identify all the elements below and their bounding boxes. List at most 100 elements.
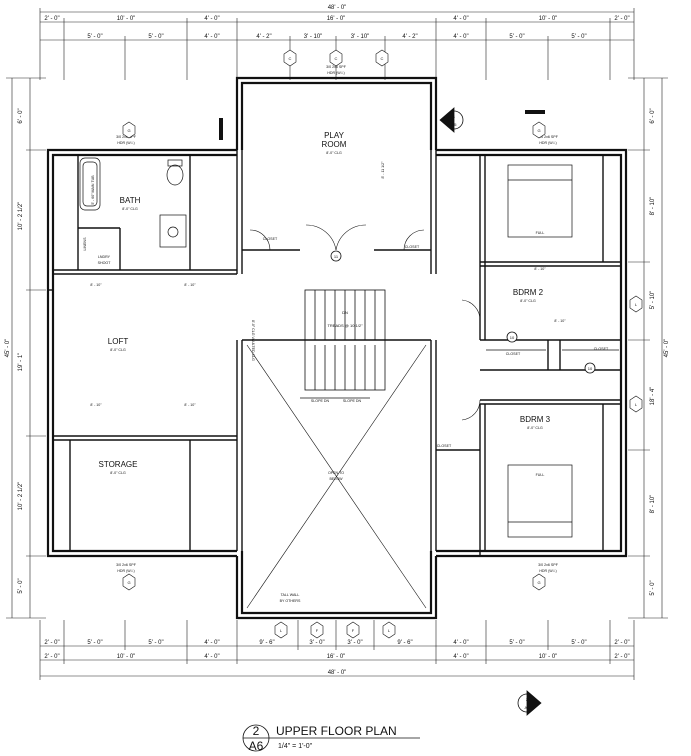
window-note-1: 3/0 2x6 SPF [116,135,137,139]
tag-g-4: G [537,580,540,585]
dim-top-8: 5' - 0" [87,34,102,40]
room-play-line2: ROOM [322,140,347,149]
tag-f-1: F [316,628,319,633]
other-labels: CLOSET CLOSET CLOSET CLOSET CLOSET DN TR… [83,65,609,603]
tall-wall-2: BY OTHERS [280,599,301,603]
dim-bottom-5: 9' - 6" [259,640,274,646]
room-loft-ceiling: 8'-0" CLG [110,348,126,352]
room-bdrm3: BDRM 3 [520,415,551,424]
dim-right-1: 6' - 0" [650,108,656,123]
dim-right-3: 5' - 10" [650,291,656,310]
dim-bottom-4: 4' - 0" [204,640,219,646]
open-to-below [246,344,427,609]
hdr-note-5: HDR (W.I.) [539,569,556,573]
hdr-note-4: HDR (W.I.) [117,569,134,573]
door-tag-10a: 10 [510,335,515,340]
dim-bottom-19: 2' - 0" [614,654,629,660]
dim-bottom-15: 4' - 0" [204,654,219,660]
tag-c-1: C [289,56,292,61]
room-bdrm3-ceiling: 8'-0" CLG [527,426,543,430]
slope-down-left: SLOPE DN [311,399,330,403]
dim-bottom-12: 2' - 0" [614,640,629,646]
tag-g-1: G [127,128,130,133]
dim-top-13: 3' - 10" [351,34,370,40]
dim-top-12: 3' - 10" [304,34,323,40]
dim-bottom-16: 16' - 0" [327,654,346,660]
title-number: 2 [253,724,260,738]
fixtures [79,157,619,538]
bottom-dimensions [39,620,635,680]
stair [300,289,386,399]
dim-left-overall: 45' - 0" [5,339,11,358]
tub-label: 5' - 60" MAIN TUB [91,175,95,205]
title-block [242,724,420,752]
hdr-note-2: HDR (W.I.) [327,71,344,75]
dim-right-6: 5' - 0" [650,580,656,595]
laundry-label-1: LNDRY [98,255,111,259]
window-note-2: 3/0 2x6 SPF [326,65,347,69]
window-note-4: 3/0 2x6 SPF [116,563,137,567]
dim-top-7: 2' - 0" [614,16,629,22]
dim-bottom-1: 2' - 0" [44,640,59,646]
tag-c-2: C [335,56,338,61]
dim-top-17: 5' - 0" [571,34,586,40]
dim-bottom-13: 2' - 0" [44,654,59,660]
room-bath: BATH [120,196,141,205]
room-loft-vaulted: 8'-0" CLG VAULTED CLG [251,320,255,361]
dim-top-2: 10' - 0" [117,16,136,22]
linens-label: LINENS [83,237,87,251]
dim-bottom-18: 10' - 0" [539,654,558,660]
room-play-ceiling: 8'-0" CLG [326,151,342,155]
dim-top-3: 4' - 0" [204,16,219,22]
dim-bottom-14: 10' - 0" [117,654,136,660]
room-bath-ceiling: 8'-0" CLG [122,207,138,211]
open-to-below-1: OPEN TO [328,471,344,475]
dim-bottom-6: 3' - 0" [309,640,324,646]
open-to-below-2: BELOW [330,477,344,481]
room-bdrm2: BDRM 2 [513,288,544,297]
dim-left-3: 19' - 1" [18,353,24,372]
dim-top-10: 4' - 0" [204,34,219,40]
bottom-dimension-text: 2' - 0" 5' - 0" 5' - 0" 4' - 0" 9' - 6" … [44,640,629,676]
section-markers [330,107,596,716]
dim-left-5: 5' - 0" [18,578,24,593]
dim-top-14: 4' - 2" [402,34,417,40]
dim-top-4: 16' - 0" [327,16,346,22]
window-tag-text: C C C G G G G L F F L L L [127,56,637,633]
closet-label-1: CLOSET [263,237,278,241]
dim-top-15: 4' - 0" [453,34,468,40]
top-dimension-text: 48' - 0" 2' - 0" 10' - 0" 4' - 0" 16' - … [44,5,629,40]
tag-l-4: L [635,402,638,407]
tall-wall-1: TALL WALL [281,593,300,597]
bed-label-2: FULL [536,473,545,477]
room-storage: STORAGE [99,460,138,469]
dim-bottom-7: 3' - 0" [347,640,362,646]
dim-bottom-2: 5' - 0" [87,640,102,646]
laundry-label-2: SHOOT [98,261,112,265]
dim-top-5: 4' - 0" [453,16,468,22]
title-sheet: A6 [249,739,264,753]
dim-bottom-8: 9' - 6" [397,640,412,646]
room-labels: PLAY ROOM 8'-0" CLG BATH 8'-0" CLG LOFT … [99,131,551,475]
dim-left-1: 6' - 0" [18,108,24,123]
window-note-5: 3/0 2x6 SPF [538,563,559,567]
room-play-line1: PLAY [324,131,345,140]
stair-treads-label: TREADS @ 10 1/2" [327,323,363,328]
section-cut-marks [219,110,545,140]
dim-right-4: 18' - 4" [650,387,656,406]
dim-left-2: 10' - 2 1/2" [18,202,24,231]
title-name: UPPER FLOOR PLAN [276,724,397,738]
tag-l-2: L [388,628,391,633]
dim-right-overall: 45' - 0" [664,339,670,358]
bed-label-1: FULL [536,231,545,235]
dim-top-11: 4' - 2" [256,34,271,40]
closet-label-5: CLOSET [437,444,452,448]
dim-bottom-17: 4' - 0" [453,654,468,660]
int-dim-4: 8' - 10" [184,403,196,407]
hdr-note-1: HDR (W.I.) [117,141,134,145]
dim-top-9: 5' - 0" [148,34,163,40]
int-dim-7: 8' - 11 1/2" [381,161,385,179]
exterior-walls [46,76,628,620]
dim-bottom-11: 5' - 0" [571,640,586,646]
